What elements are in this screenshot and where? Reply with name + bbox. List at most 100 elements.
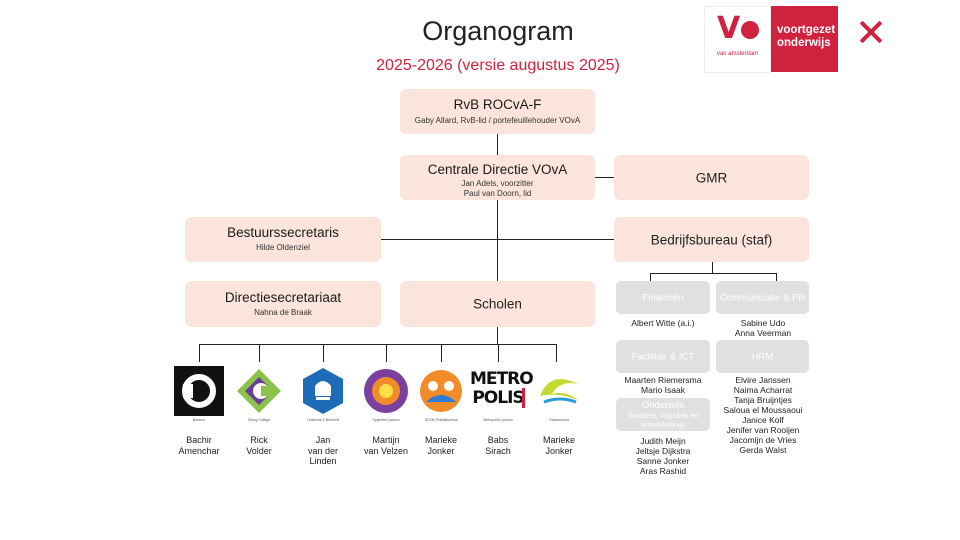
- school-leader: Marieke Jonker: [534, 435, 584, 456]
- cburg-logo: [234, 366, 284, 416]
- node-cd-title: Centrale Directie VOvA: [427, 162, 568, 177]
- page-subtitle: 2025-2026 (versie augustus 2025): [376, 57, 620, 74]
- school-leader-line1: Babs: [487, 435, 509, 445]
- school-ijdok: IJDOK Praktijkschool Marieke Jonker: [416, 366, 466, 456]
- school-leader-line2: Sirach: [485, 445, 511, 456]
- connector-fin: [650, 273, 651, 282]
- connector-school-1: [199, 344, 200, 362]
- connector-rvb-cd: [497, 134, 498, 155]
- connector-cd-scholen: [497, 200, 498, 281]
- school-leader-line1: Rick: [250, 435, 268, 445]
- school-leader-line2: Volder: [246, 445, 272, 456]
- page-title: Organogram: [422, 16, 574, 46]
- school-leader-line1: Jan: [315, 435, 331, 445]
- dept-hrm-name: Elvire Janssen: [735, 375, 791, 385]
- node-bs-sub: Hilde Oldenziel: [256, 243, 310, 252]
- school-hubertus-berkhoff: Hubertus & Berkhoff Jan van der Linden: [298, 366, 348, 467]
- node-cd-sub1: Jan Adels, voorzitter: [461, 179, 534, 188]
- dept-facilitair-names: Maarten Riemersma Mario Isaak: [606, 375, 720, 395]
- hyperion-logo: [361, 366, 411, 416]
- school-leader: Rick Volder: [234, 435, 284, 456]
- dept-hrm-name: Naima Acharrat: [733, 385, 793, 395]
- dept-financien-label: Financiën: [642, 292, 684, 303]
- dept-hrm-name: Janice Kolf: [742, 415, 784, 425]
- school-leader-line1: Bachir: [186, 435, 212, 445]
- node-rvb-title: RvB ROCvA-F: [453, 97, 542, 112]
- school-logo-caption: Cburg College: [247, 418, 271, 422]
- school-logo-caption: Bredero: [192, 418, 206, 422]
- dept-onderwijs-label: Onderwijs (kwaliteit, logistiek en ontwi…: [616, 399, 710, 429]
- connector-depts-horizontal: [650, 273, 777, 274]
- node-centrale-directie: Centrale Directie VOvA Jan Adels, voorzi…: [400, 155, 595, 200]
- metropolis-logo-line1: METRO: [470, 369, 534, 389]
- school-logo-caption: Metropolis Lyceum: [483, 418, 513, 422]
- school-leader-line2: van Velzen: [363, 445, 409, 456]
- node-bedrijfsbureau: Bedrijfsbureau (staf): [614, 217, 809, 262]
- dept-onderwijs-label-2: (kwaliteit, logistiek en: [627, 410, 699, 420]
- node-gmr: GMR: [614, 155, 809, 200]
- connector-school-2: [259, 344, 260, 362]
- school-logo-caption: Tobiasschool: [548, 418, 570, 422]
- connector-com: [776, 273, 777, 282]
- school-leader: Jan van der Linden: [298, 435, 348, 467]
- metropolis-logo-line2: POLIS: [472, 388, 524, 408]
- school-tobias: Tobiasschool Marieke Jonker: [534, 366, 584, 456]
- dept-communicatie-label: Communicatie & PR: [719, 292, 806, 303]
- node-rvb: RvB ROCvA-F Gaby Allard, RvB-lid / porte…: [400, 89, 595, 134]
- dept-financien-names: Albert Witte (a.i.): [606, 318, 720, 328]
- vova-logo-subtext: van amsterdam: [716, 51, 759, 57]
- node-ds-title: Directiesecretariaat: [224, 290, 342, 305]
- school-leader-line2: Jonker: [427, 445, 455, 456]
- node-cd-sub2: Paul van Doorn, lid: [463, 189, 532, 198]
- dept-hrm-label: HRM: [751, 351, 774, 362]
- school-logo-caption: Hyperion Lyceum: [372, 418, 400, 422]
- dept-communicatie: Communicatie & PR: [716, 281, 809, 314]
- metropolis-logo-accent: [522, 388, 525, 408]
- tobias-logo: [534, 366, 584, 416]
- dept-hrm: HRM: [716, 340, 809, 373]
- node-directiesecretariaat: Directiesecretariaat Nahna de Braak: [185, 281, 381, 327]
- ijdok-logo: [416, 366, 466, 416]
- vova-logo-v: V: [717, 11, 741, 46]
- dept-communicatie-names: Sabine Udo Anna Veerman: [706, 318, 820, 338]
- dept-onderwijs-name: Aras Rashid: [639, 466, 687, 476]
- connector-schools-horizontal: [199, 344, 557, 345]
- dept-hrm-name: Saloua el Moussaoui: [723, 405, 803, 415]
- connector-bb-depts: [712, 262, 713, 273]
- connector-school-3: [323, 344, 324, 362]
- dept-communicatie-name: Sabine Udo: [740, 318, 786, 328]
- node-bb-title: Bedrijfsbureau (staf): [650, 232, 773, 247]
- dept-onderwijs: Onderwijs (kwaliteit, logistiek en ontwi…: [616, 398, 710, 431]
- dept-facilitair: Facilitair & ICT: [616, 340, 710, 373]
- bredero-logo: [174, 366, 224, 416]
- school-hyperion: Hyperion Lyceum Martijn van Velzen: [361, 366, 411, 456]
- dept-hrm-name: Jacomijn de Vries: [729, 435, 797, 445]
- school-leader: Babs Sirach: [470, 435, 526, 456]
- vo-logo-line1: voortgezet: [777, 24, 836, 36]
- connector-scholen-schools: [497, 327, 498, 345]
- school-leader: Marieke Jonker: [416, 435, 466, 456]
- vo-logo-line2: onderwijs: [777, 37, 831, 49]
- school-leader-line2: Jonker: [545, 445, 573, 456]
- school-logo-caption: IJDOK Praktijkschool: [424, 418, 458, 422]
- dept-onderwijs-name: Jeltsje Dijkstra: [635, 446, 691, 456]
- school-metropolis: METRO POLIS Metropolis Lyceum Babs Sirac…: [470, 366, 534, 456]
- dept-onderwijs-label-1: Onderwijs: [641, 399, 685, 411]
- close-icon[interactable]: [853, 14, 889, 50]
- school-bredero: Bredero Bachir Amenchar: [174, 366, 224, 456]
- node-scholen: Scholen: [400, 281, 595, 327]
- node-bs-title: Bestuurssecretaris: [227, 225, 339, 240]
- dept-onderwijs-label-3: ontwikkeling): [641, 419, 685, 429]
- school-leader: Bachir Amenchar: [174, 435, 224, 456]
- school-leader-line1: Martijn: [372, 435, 400, 445]
- dept-financien: Financiën: [616, 281, 710, 314]
- school-leader-line1: Marieke: [424, 435, 457, 445]
- node-bestuurssecretaris: Bestuurssecretaris Hilde Oldenziel: [185, 217, 381, 262]
- hubertus-logo: [298, 366, 348, 416]
- school-leader-line2: van der Linden: [307, 445, 339, 467]
- school-cburg: Cburg College Rick Volder: [234, 366, 284, 456]
- school-leader-line2: Amenchar: [178, 445, 220, 456]
- dept-onderwijs-name: Sanne Jonker: [636, 456, 690, 466]
- node-rvb-sub: Gaby Allard, RvB-lid / portefeuillehoude…: [414, 116, 581, 125]
- dept-hrm-name: Jenifer van Rooijen: [726, 425, 800, 435]
